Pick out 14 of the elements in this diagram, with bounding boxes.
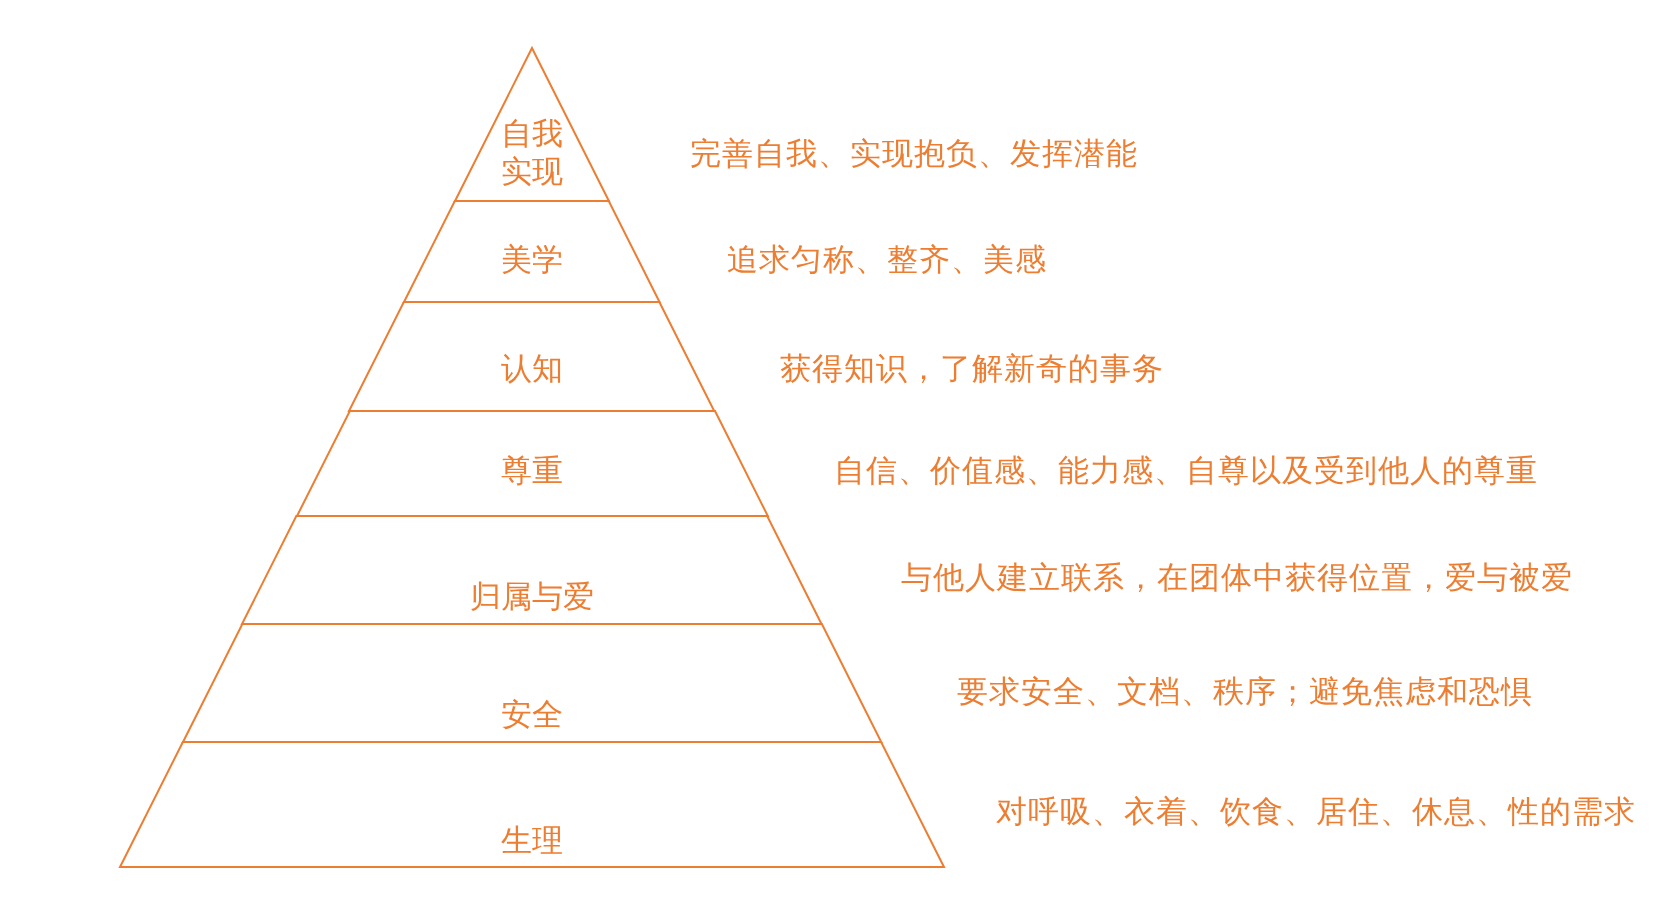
tier-label: 生理 xyxy=(501,822,563,860)
description-text: 追求匀称、整齐、美感 xyxy=(727,241,1047,279)
description-text: 自信、价值感、能力感、自尊以及受到他人的尊重 xyxy=(834,452,1538,490)
tier-label: 自我实现 xyxy=(500,115,564,191)
tier-label: 尊重 xyxy=(501,452,563,490)
description-text: 对呼吸、衣着、饮食、居住、休息、性的需求 xyxy=(996,793,1636,831)
tier-label: 美学 xyxy=(501,241,563,279)
description-text: 要求安全、文档、秩序；避免焦虑和恐惧 xyxy=(957,673,1533,711)
description-text: 与他人建立联系，在团体中获得位置，爱与被爱 xyxy=(901,559,1573,597)
description-text: 获得知识，了解新奇的事务 xyxy=(780,350,1164,388)
tier-label: 认知 xyxy=(501,350,563,388)
tier-label: 安全 xyxy=(501,696,563,734)
description-text: 完善自我、实现抱负、发挥潜能 xyxy=(690,135,1138,173)
tier-label: 归属与爱 xyxy=(470,578,594,616)
